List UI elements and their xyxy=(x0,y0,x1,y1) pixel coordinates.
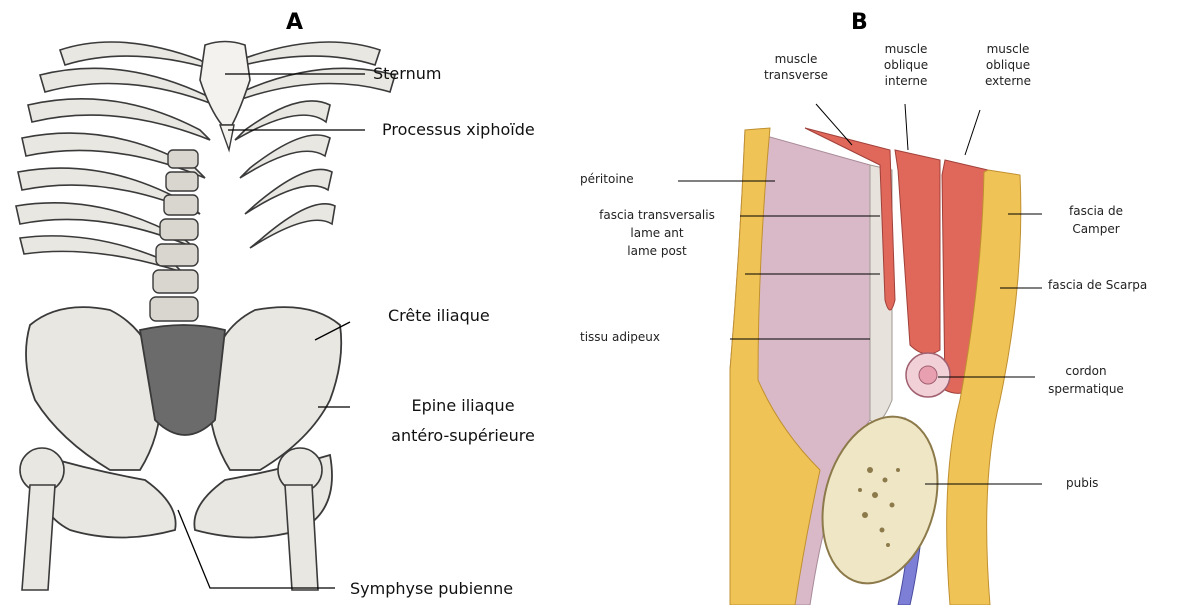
label-scarpa: fascia de Scarpa xyxy=(1048,278,1147,292)
panel-a: A xyxy=(0,0,580,605)
label-internal-1: muscle xyxy=(871,42,941,56)
label-transverse-1: muscle xyxy=(756,52,836,66)
label-pubic-symphysis: Symphyse pubienne xyxy=(350,579,513,598)
label-external-1: muscle xyxy=(973,42,1043,56)
label-iliac-crest: Crête iliaque xyxy=(388,306,490,325)
label-camper-2: Camper xyxy=(1046,222,1146,236)
label-asis-line1: Epine iliaque xyxy=(388,396,538,415)
label-peritoneum: péritoine xyxy=(580,172,634,186)
label-fascia-transversalis: fascia transversalis xyxy=(572,208,742,222)
label-sternum: Sternum xyxy=(373,64,441,83)
label-internal-2: oblique xyxy=(871,58,941,72)
panel-b: B xyxy=(580,0,1191,605)
label-internal-3: interne xyxy=(871,74,941,88)
spine xyxy=(150,150,198,321)
label-pubis: pubis xyxy=(1066,476,1098,490)
label-external-3: externe xyxy=(973,74,1043,88)
label-lame-ant: lame ant xyxy=(572,226,742,240)
sternum-bone xyxy=(200,42,250,126)
label-cord-1: cordon xyxy=(1036,364,1136,378)
label-camper-1: fascia de xyxy=(1046,204,1146,218)
label-adipose: tissu adipeux xyxy=(580,330,660,344)
internal-oblique-leader xyxy=(905,104,908,150)
abdominal-wall-illustration xyxy=(580,0,1191,605)
label-xiphoid: Processus xiphoïde xyxy=(382,120,535,139)
label-cord-2: spermatique xyxy=(1036,382,1136,396)
internal-oblique-muscle xyxy=(895,150,940,354)
xiphoid-bone xyxy=(220,125,234,150)
label-external-2: oblique xyxy=(973,58,1043,72)
label-lame-post: lame post xyxy=(572,244,742,258)
label-asis-line2: antéro-supérieure xyxy=(388,426,538,445)
skeleton-illustration xyxy=(0,0,580,605)
label-transverse-2: transverse xyxy=(756,68,836,82)
external-oblique-leader xyxy=(965,110,980,155)
